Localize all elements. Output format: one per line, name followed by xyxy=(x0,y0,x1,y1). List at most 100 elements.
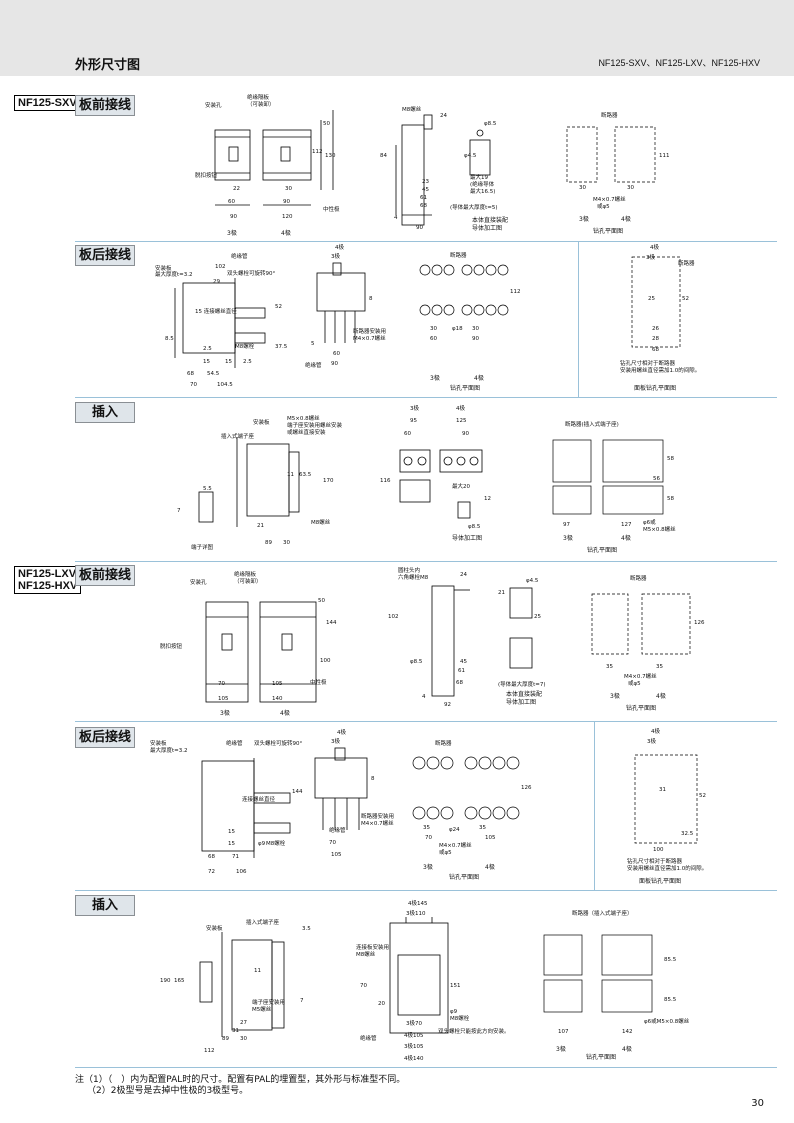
rear-wiring-side-view-drawing: 安装板 最大厚度t=3.2 绝缘管 双头螺栓可旋转90° 15 连接螺丝直径 M… xyxy=(155,252,288,388)
page-number: 30 xyxy=(751,1098,764,1109)
svg-text:116: 116 xyxy=(380,478,391,484)
svg-text:3极: 3极 xyxy=(646,253,655,261)
svg-text:脱扣按钮: 脱扣按钮 xyxy=(160,642,183,650)
svg-text:4极140: 4极140 xyxy=(404,1054,424,1062)
svg-text:3极: 3极 xyxy=(227,229,237,237)
svg-text:φ9: φ9 xyxy=(258,841,266,847)
svg-text:107: 107 xyxy=(558,1029,569,1035)
footnote: 注（1）（ ）内为配置PAL时的尺寸。配置有PAL的埋置型，其外形与标准型不同。 xyxy=(75,1075,406,1085)
drawing-dims: 190 165 3.5 11 27 31 89 30 112 7 xyxy=(160,926,311,1054)
rear-wiring-front-view-drawing: 断路器安装用 M4×0.7螺丝 绝缘管 4极 3极 60 90 8 5 xyxy=(305,243,386,369)
svg-text:90: 90 xyxy=(230,214,237,220)
svg-text:3极: 3极 xyxy=(220,709,230,717)
svg-text:5.5: 5.5 xyxy=(203,486,212,492)
svg-text:断路器: 断路器 xyxy=(630,574,647,582)
svg-text:7: 7 xyxy=(300,998,304,1004)
svg-text:35: 35 xyxy=(656,664,663,670)
drawing-caption: 3极 4极 钻孔平面图 xyxy=(579,215,631,235)
svg-text:90: 90 xyxy=(462,431,469,437)
lxv-plug-in-side-view-drawing: 安装板 插入式端子座 端子座安装用 M5螺丝 190 165 3.5 11 27… xyxy=(160,918,311,1054)
svg-text:4极: 4极 xyxy=(281,229,291,237)
svg-text:120: 120 xyxy=(282,214,293,220)
svg-text:68: 68 xyxy=(652,347,659,353)
drawing-dims: 126 35 35 xyxy=(606,620,705,670)
svg-text:或φ5: 或φ5 xyxy=(597,202,610,210)
svg-text:100: 100 xyxy=(320,658,331,664)
svg-text:M8螺丝: M8螺丝 xyxy=(311,518,331,526)
svg-text:钻孔尺寸相对于断路器: 钻孔尺寸相对于断路器 xyxy=(627,857,683,865)
svg-text:（可装卸）: （可装卸） xyxy=(247,100,275,108)
svg-text:5: 5 xyxy=(311,341,315,347)
svg-text:15: 15 xyxy=(228,829,235,835)
svg-text:90: 90 xyxy=(416,225,423,231)
svg-text:7: 7 xyxy=(177,508,181,514)
svg-text:70: 70 xyxy=(425,835,432,841)
rear-wiring-panel-drilling-plan: 断路器 钻孔尺寸相对于断路器 安装用螺丝直径需加1.0的间隙。 4极 3极 25… xyxy=(620,243,700,392)
svg-text:29: 29 xyxy=(213,279,220,285)
drawing-dims: 111 30 30 xyxy=(579,153,670,191)
lxv-front-wiring-drilling-plan: 断路器 M4×0.7螺丝 或φ5 126 35 35 3极 4极 钻孔平面图 xyxy=(591,574,705,712)
svg-text:127: 127 xyxy=(621,522,632,528)
svg-text:60: 60 xyxy=(228,199,235,205)
section-label-front-wiring: 板前接线 xyxy=(75,95,135,116)
svg-text:M4×0.7螺丝: M4×0.7螺丝 xyxy=(624,672,657,680)
svg-text:112: 112 xyxy=(204,1048,215,1054)
svg-text:26: 26 xyxy=(652,326,659,332)
svg-text:断路器安装用: 断路器安装用 xyxy=(361,812,394,820)
svg-text:112: 112 xyxy=(510,289,521,295)
svg-text:3极110: 3极110 xyxy=(406,909,426,917)
model-group-lxv-hxv: NF125-LXV NF125-HXV xyxy=(14,566,82,594)
svg-text:M4×0.7螺丝: M4×0.7螺丝 xyxy=(361,819,394,827)
drawing-caption: 面板钻孔平面图 xyxy=(634,384,676,392)
section-label-front-wiring: 板前接线 xyxy=(75,565,135,586)
svg-text:30: 30 xyxy=(430,326,437,332)
svg-text:50: 50 xyxy=(323,121,330,127)
svg-text:M4×0.7螺丝: M4×0.7螺丝 xyxy=(353,334,386,342)
svg-text:30: 30 xyxy=(627,185,634,191)
svg-text:15 连接螺丝直径: 15 连接螺丝直径 xyxy=(195,307,237,315)
svg-text:52: 52 xyxy=(275,304,282,310)
svg-text:最大19: 最大19 xyxy=(470,173,488,181)
section-label-plug-in: 插入 xyxy=(75,402,135,423)
svg-text:安装孔: 安装孔 xyxy=(190,578,207,586)
drawing-labels: 安装板 最大厚度t=3.2 绝缘管 双头螺栓可旋转90° 15 连接螺丝直径 M… xyxy=(155,252,275,350)
svg-text:双头螺栓只能按此方向安装。: 双头螺栓只能按此方向安装。 xyxy=(438,1027,510,1035)
svg-text:断路器安装用: 断路器安装用 xyxy=(353,327,386,335)
svg-text:105: 105 xyxy=(331,852,342,858)
svg-text:4极: 4极 xyxy=(337,728,346,736)
model-group-sxv: NF125-SXV xyxy=(14,95,81,111)
svg-text:M8螺栓: M8螺栓 xyxy=(235,342,255,350)
drawing-labels: 安装板 最大厚度t=3.2 绝缘管 双头螺栓可旋转90° 连接螺丝直径 M8螺栓 xyxy=(150,739,302,847)
svg-text:70: 70 xyxy=(218,681,225,687)
lxv-rear-wiring-panel-drilling-plan: 钻孔尺寸相对于断路器 安装用螺丝直径需加1.0的间隙。 4极 3极 52 31 … xyxy=(627,727,707,885)
footnotes: 注（1）（ ）内为配置PAL时的尺寸。配置有PAL的埋置型，其外形与标准型不同。… xyxy=(75,1075,405,1097)
page-title: 外形尺寸图 xyxy=(75,58,141,73)
drawing-dims: 144 15 15 68 71 72 106 φ9 xyxy=(208,789,303,875)
svg-text:4极: 4极 xyxy=(456,404,465,412)
svg-text:37.5: 37.5 xyxy=(275,344,288,350)
svg-text:61: 61 xyxy=(458,668,465,674)
drawing-dims: 35 35 70 105 φ24 126 xyxy=(423,785,532,841)
svg-text:安装板: 安装板 xyxy=(206,924,223,932)
svg-text:六角螺栓M8: 六角螺栓M8 xyxy=(398,573,429,581)
svg-text:M8螺栓: M8螺栓 xyxy=(266,839,286,847)
svg-text:端子座安装用螺丝安装: 端子座安装用螺丝安装 xyxy=(287,421,343,429)
drawing-caption: 导体加工图 xyxy=(452,534,482,542)
svg-text:106: 106 xyxy=(236,869,247,875)
drawing-caption: 3极 4极 xyxy=(220,709,290,717)
svg-text:84: 84 xyxy=(380,153,387,159)
svg-text:断路器: 断路器 xyxy=(435,739,452,747)
section-label-rear-wiring: 板后接线 xyxy=(75,727,135,748)
drawing-labels: 安装板 插入式端子座 端子座安装用 M5螺丝 xyxy=(206,918,285,1013)
svg-text:2.5: 2.5 xyxy=(243,359,252,365)
svg-text:3极: 3极 xyxy=(647,737,656,745)
svg-text:21: 21 xyxy=(498,590,505,596)
plug-in-conductor-processing-drawing: 3极 4极 95 125 60 90 116 最大20 12 φ8.5 导体加工… xyxy=(380,404,491,542)
drawing-caption: 本体直接装配 导体加工图 xyxy=(506,690,542,706)
svg-text:钻孔平面图: 钻孔平面图 xyxy=(587,546,617,554)
drawing-caption: 3极 4极 钻孔平面图 xyxy=(563,534,631,554)
rear-wiring-drilling-plan: 断路器 30 30 60 90 φ18 112 3极 4极 钻孔平面图 xyxy=(419,251,521,392)
svg-text:105: 105 xyxy=(272,681,283,687)
section-divider xyxy=(75,561,777,562)
svg-text:导体加工图: 导体加工图 xyxy=(452,534,482,542)
